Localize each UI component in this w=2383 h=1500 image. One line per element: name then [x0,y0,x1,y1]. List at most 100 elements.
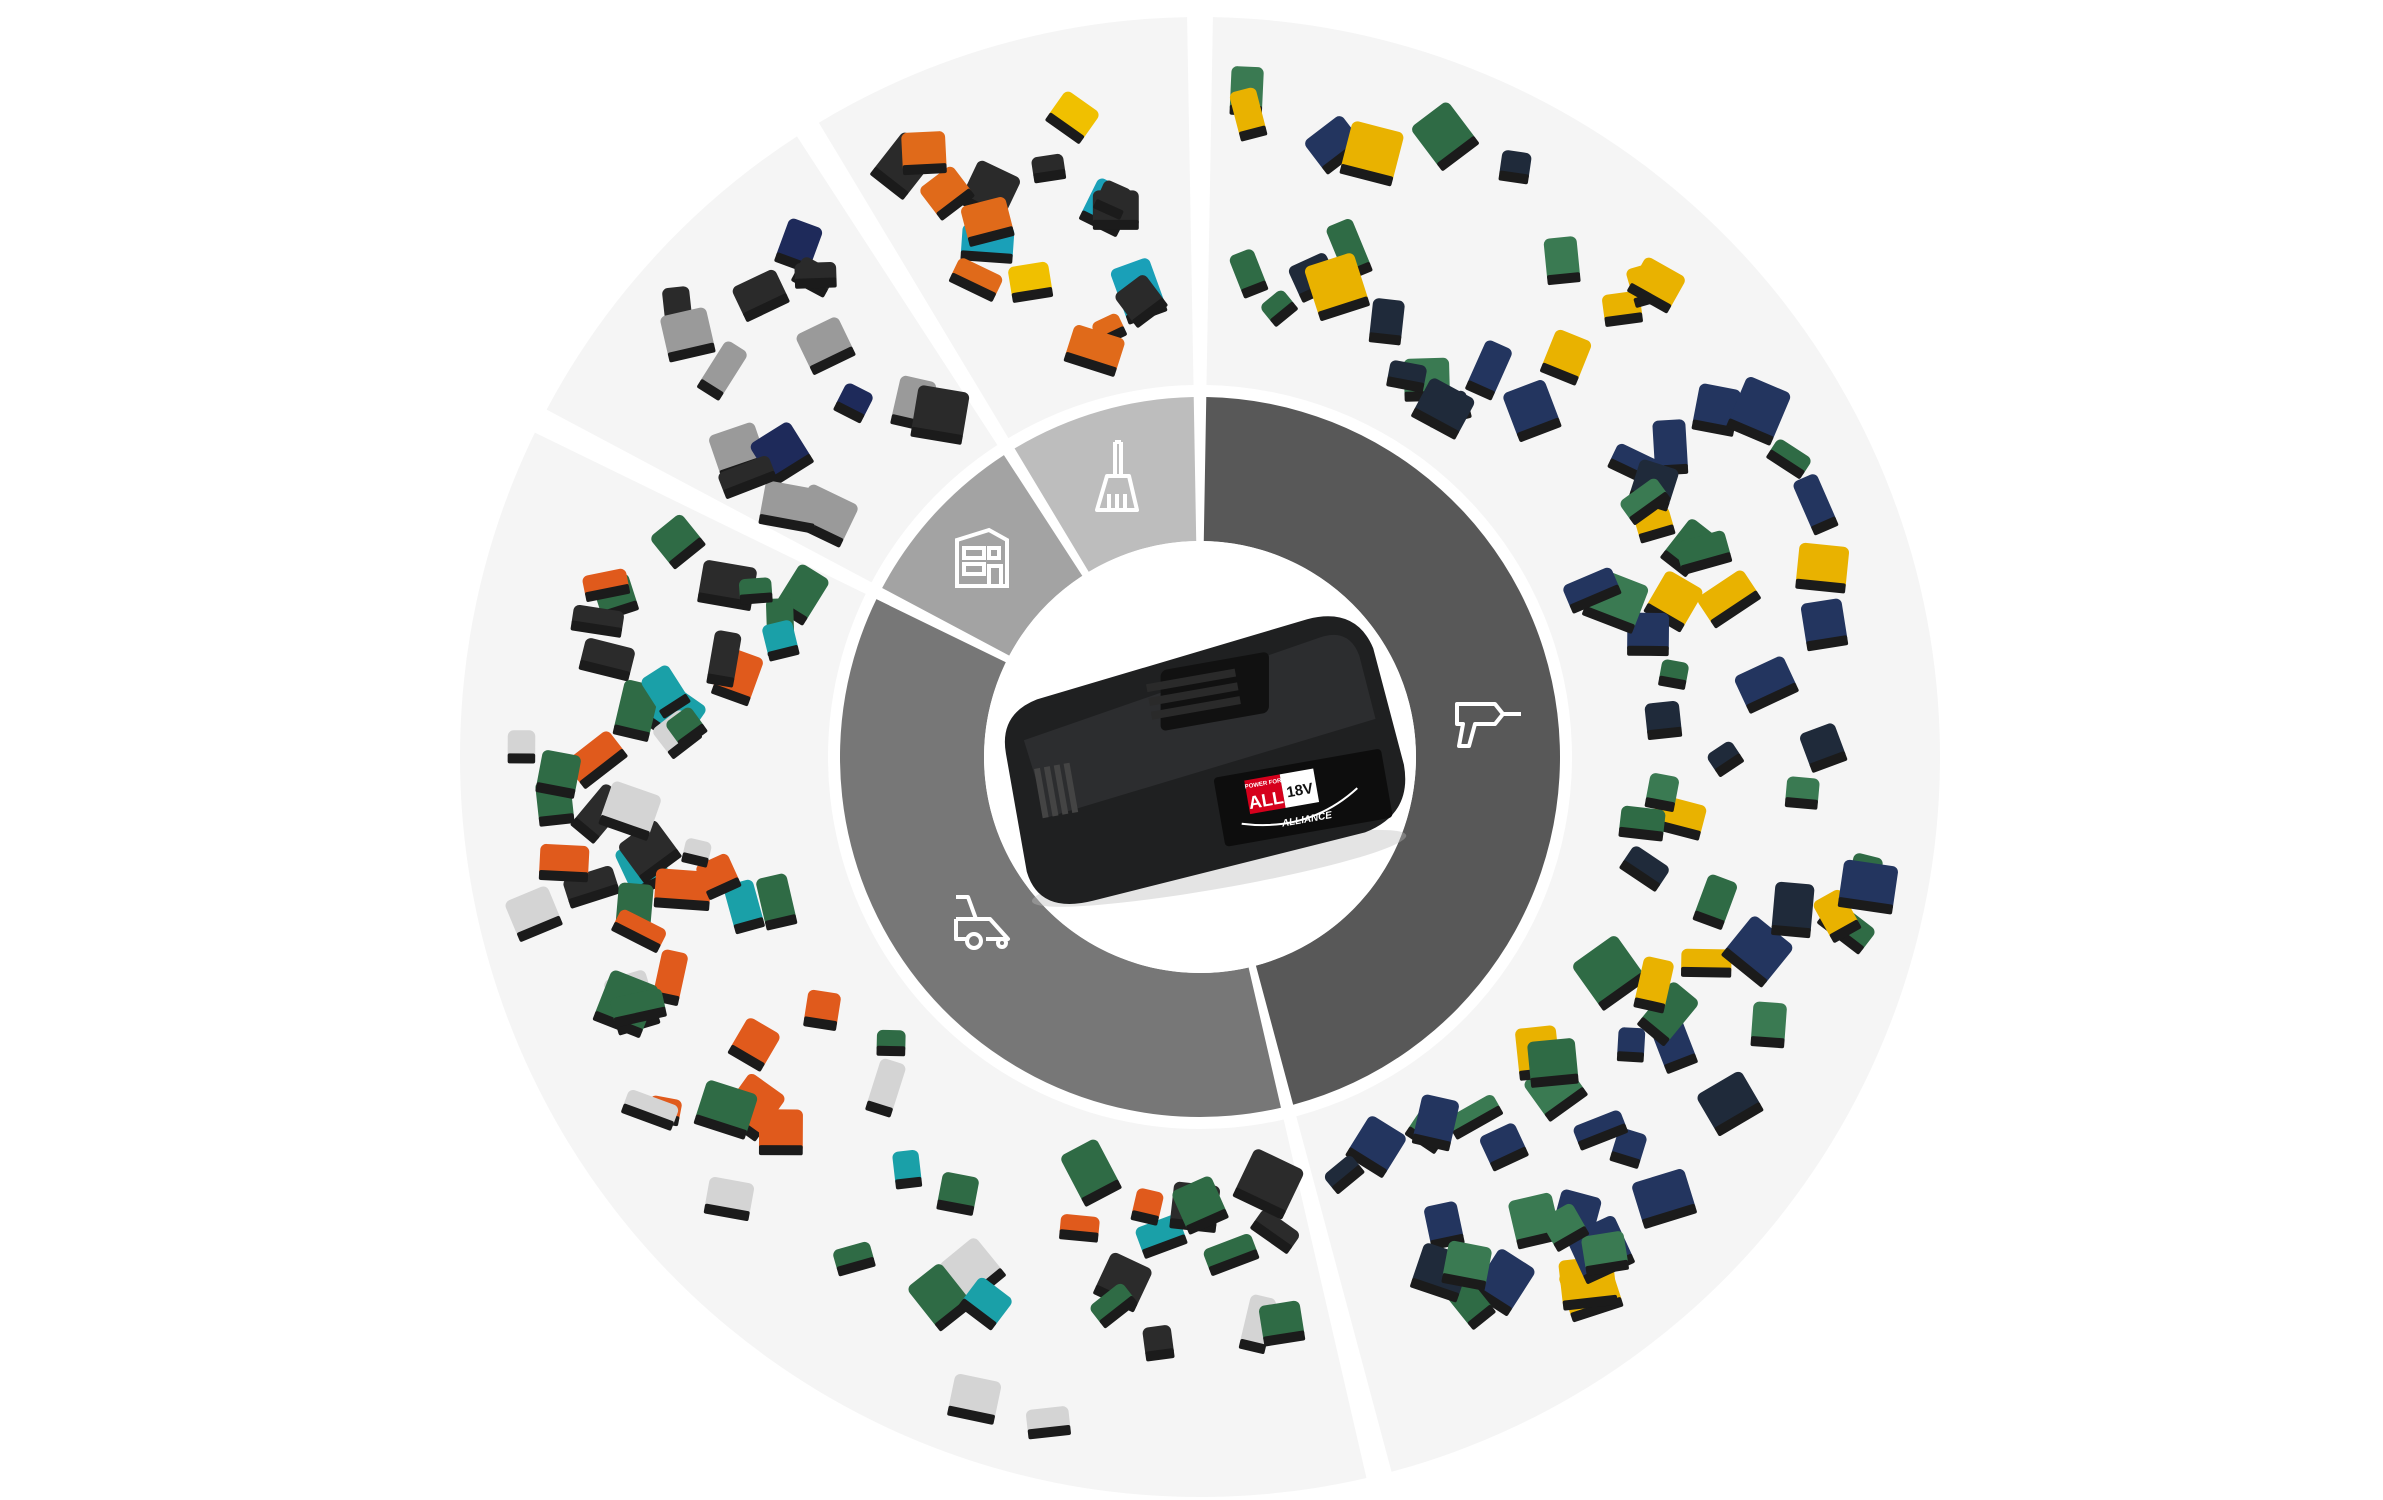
tool-image [1411,378,1475,440]
tool-image [621,1089,679,1131]
tool-image [1680,948,1732,978]
tool-image [876,1029,906,1057]
tool-image [1261,290,1298,327]
tool-image [1063,325,1125,377]
tool-images [505,66,1898,1440]
tool-image [566,731,628,789]
tool-image [1304,253,1370,321]
tool-image [1784,776,1820,810]
tool-image [1503,380,1562,442]
tool-image [1339,121,1404,187]
tool-image [706,630,742,688]
tool-image [1726,377,1791,446]
tool-image [1090,1283,1138,1329]
tool-image [1045,91,1099,144]
tool-image [1581,1231,1629,1276]
tool-image [1229,249,1269,299]
tool-image [598,781,661,841]
power-for-all-logo: POWER FOR ALL 18V ALLIANCE [1241,768,1358,830]
tool-image [901,131,947,176]
tool-image [1008,261,1054,303]
tool-image [1609,1128,1647,1169]
tool-image [507,730,536,764]
tool-image [641,665,691,719]
tool-image [758,1109,803,1156]
tool-image [1441,1240,1492,1291]
tool-image [833,383,873,424]
tool-image [1800,598,1849,652]
tool-image [1837,859,1898,915]
tool-image [738,577,773,605]
tool-image [653,868,712,912]
tool-image [1059,1214,1100,1243]
tool-image [1061,1139,1122,1207]
tool-image [949,258,1003,302]
tool-image [920,166,975,221]
tool-image [538,843,590,883]
tool-image [794,262,837,289]
tool-image [1465,340,1512,401]
inner-sector-power-tools [1203,397,1560,1105]
tool-image [727,1018,780,1072]
tool-image [961,197,1015,247]
tool-image [1115,275,1168,328]
tool-image [1633,956,1674,1014]
tool-image [1324,1156,1365,1194]
tool-image [758,481,820,534]
tool-image [1644,773,1679,812]
tool-image [1345,1116,1406,1178]
tool-image [1697,570,1761,629]
tool-image [612,679,660,742]
tool-image [535,750,581,799]
tool-image [1130,1188,1164,1226]
tool-image [1031,153,1067,184]
tool-image [732,269,790,322]
tool-image [756,873,798,931]
tool-image [1618,805,1666,842]
tool-image [1229,87,1268,142]
tool-image [1697,1071,1764,1136]
tool-image [1750,1001,1787,1049]
tool-image [1627,612,1670,657]
tool-image [1644,700,1683,741]
tool-image [703,1177,754,1222]
tool-image [570,604,624,638]
tool-image [1800,723,1848,773]
tool-image [796,317,856,375]
tool-image [578,638,635,682]
tool-image [1412,102,1479,171]
tool-image [1771,881,1815,939]
tool-image [1026,1406,1071,1440]
tool-image [1172,1176,1229,1235]
logo-voltage: 18V [1285,780,1314,801]
tool-image [693,1080,758,1140]
tool-image [1411,1094,1459,1152]
tool-image [1619,846,1669,892]
tool-image [1573,936,1648,1011]
tool-image [1259,1300,1306,1347]
garage-icon [955,527,1009,588]
drill-icon [1455,702,1521,748]
tool-image [1386,360,1427,393]
tool-image [1093,180,1132,220]
tool-image [582,568,631,602]
tool-image [1232,1149,1304,1220]
tool-image [1793,474,1839,536]
tool-image [1498,150,1532,185]
tool-image [1766,439,1811,479]
tool-image [1627,257,1685,314]
tool-image [1203,1233,1260,1276]
tool-image [762,620,800,662]
tool-image [1541,1203,1590,1252]
tool-image [1480,1123,1529,1172]
tool-image [1632,1169,1697,1229]
tool-image [1707,741,1744,777]
tool-image [1616,1027,1646,1063]
tool-image [697,341,747,401]
tool-image [892,1149,923,1190]
tool-image [1795,542,1850,594]
tool-image [1540,329,1592,386]
tool-image [666,707,708,749]
tool-image [865,1058,906,1118]
